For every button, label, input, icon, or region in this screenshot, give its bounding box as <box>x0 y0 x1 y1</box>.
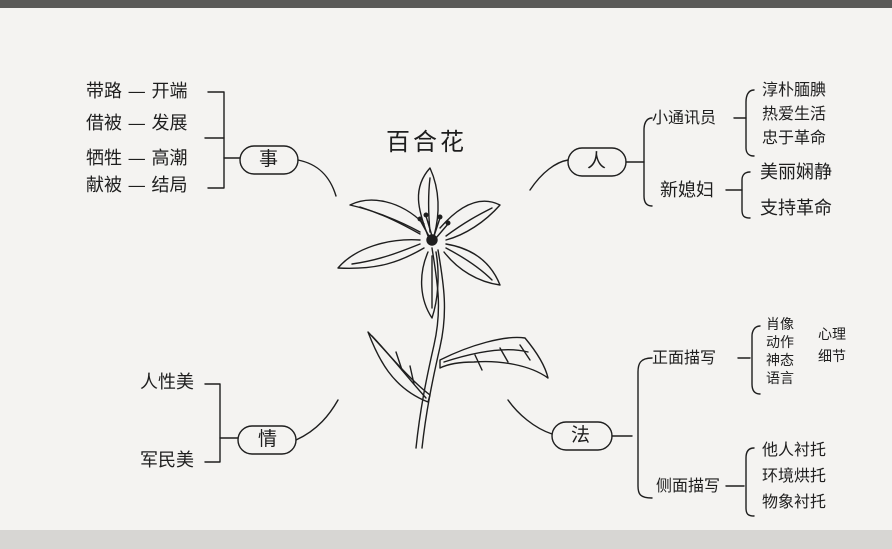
qing-item-1: 人性美 <box>140 372 194 393</box>
ren-group-2-label: 新媳妇 <box>660 180 714 201</box>
fa-group-1-item-3: 神态 <box>766 353 794 369</box>
ren-group-2-item-1: 美丽娴静 <box>760 162 832 183</box>
shi-item-2: 借被 — 发展 <box>86 113 188 134</box>
ren-group-1-item-1: 淳朴腼腆 <box>762 80 827 99</box>
page-title: 百合花 <box>386 128 467 156</box>
ren-node: 人 <box>587 150 607 172</box>
paper-sheet <box>0 8 892 549</box>
shi-item-4: 献被 — 结局 <box>86 175 188 196</box>
qing-item-2: 军民美 <box>140 450 194 471</box>
fa-group-1-item-1: 肖像 <box>766 317 794 333</box>
shi-node: 事 <box>259 148 279 170</box>
fa-group-1-item-2: 动作 <box>766 335 794 351</box>
ren-group-1-item-2: 热爱生活 <box>762 104 827 123</box>
fa-group-2-label: 侧面描写 <box>656 476 721 495</box>
fa-group-1-extra-1: 心理 <box>818 327 846 343</box>
lily-flower-icon <box>337 167 549 449</box>
paper-edge <box>0 530 892 549</box>
fa-group-2-item-1: 他人衬托 <box>762 440 827 459</box>
fa-group-1-item-4: 语言 <box>766 371 794 387</box>
fa-group-2-item-3: 物象衬托 <box>762 492 827 511</box>
shi-item-3: 牺牲 — 高潮 <box>86 148 188 169</box>
fa-group-2-item-2: 环境烘托 <box>762 466 827 485</box>
fa-node: 法 <box>571 424 591 446</box>
fa-group-1-extra-2: 细节 <box>818 349 846 365</box>
qing-node: 情 <box>258 428 278 450</box>
ren-group-2-item-2: 支持革命 <box>760 198 832 219</box>
shi-item-1: 带路 — 开端 <box>86 81 188 102</box>
ren-group-1-label: 小通讯员 <box>652 108 717 127</box>
ren-group-1-item-3: 忠于革命 <box>762 128 827 147</box>
fa-group-1-label: 正面描写 <box>652 348 717 367</box>
